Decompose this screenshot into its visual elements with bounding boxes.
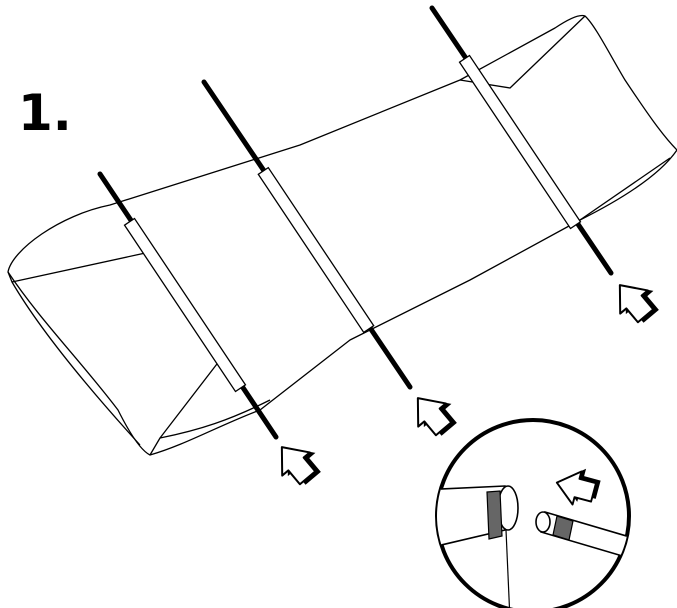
- pole-sleeve-2: [258, 168, 373, 333]
- seam-right-bottom: [580, 158, 670, 220]
- seam-left-top: [8, 252, 150, 282]
- pole-3: [432, 8, 611, 273]
- detail-pole-band: [553, 516, 573, 540]
- pole-sleeve-3: [460, 55, 581, 228]
- push-arrow-icon: [268, 433, 327, 492]
- push-arrow-icon: [404, 384, 463, 443]
- pole-1: [100, 174, 276, 437]
- seam-left-fold: [12, 282, 140, 445]
- pole-sleeve-1: [125, 218, 246, 391]
- tent-body: [8, 16, 677, 456]
- step-number: 1.: [18, 88, 72, 138]
- seam-left-bottom: [150, 360, 220, 455]
- push-arrow-icon: [606, 271, 665, 330]
- pole-2: [204, 82, 410, 387]
- tent-outline: [8, 16, 677, 456]
- magnifier-detail-circle: [420, 420, 640, 608]
- detail-sleeve-band: [487, 491, 502, 539]
